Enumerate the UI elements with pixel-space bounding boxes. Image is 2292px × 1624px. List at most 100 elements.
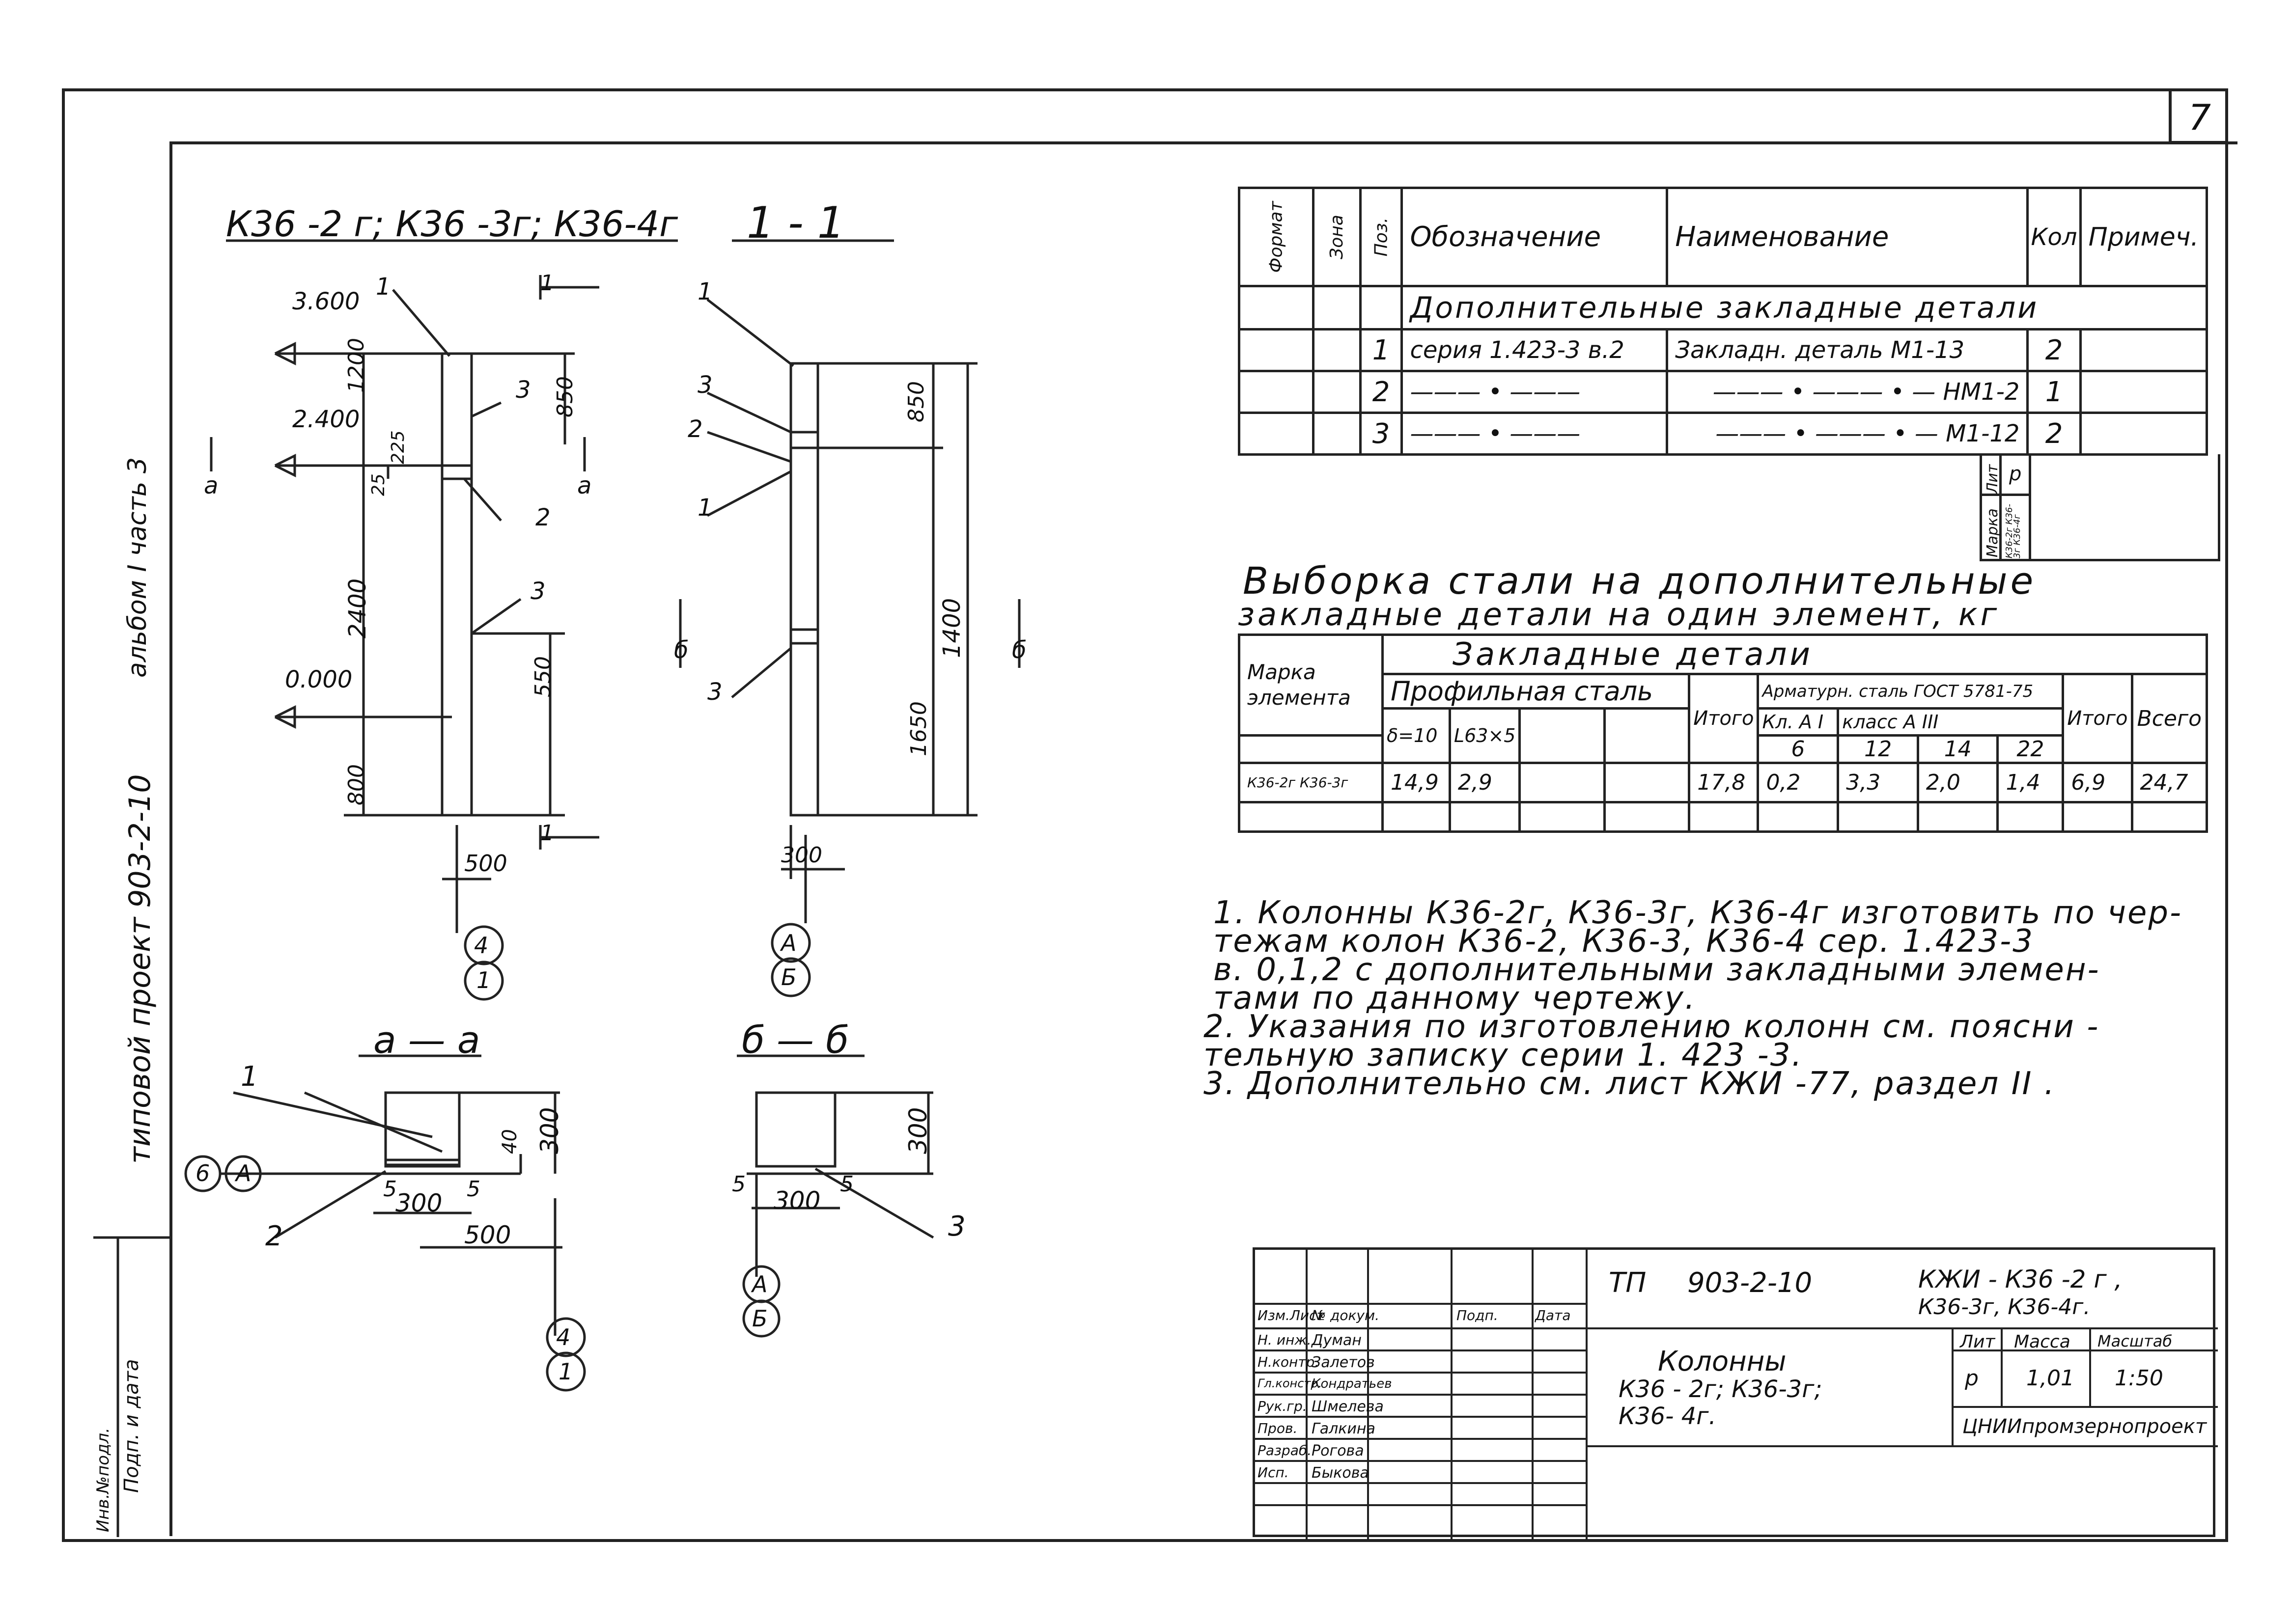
- dim-225: 225: [388, 430, 408, 464]
- spec-row1-pos: 1: [1359, 328, 1403, 372]
- tb-p6-role: Разраб.: [1258, 1442, 1312, 1459]
- spec-h-note: Примеч.: [2079, 187, 2208, 287]
- spec-row2-designation: ——— • ———: [1400, 370, 1669, 414]
- dim-500-aa: 500: [464, 1221, 511, 1249]
- tb-p5-role: Пров.: [1258, 1420, 1298, 1436]
- leader-2-right: 2: [688, 415, 703, 443]
- steel-itogo1-header: Итого: [1688, 673, 1760, 764]
- steel-sub-3: [1518, 707, 1606, 764]
- note-line-6: тельную записку серии 1. 423 -3.: [1203, 1037, 1803, 1073]
- leader-3-right: 3: [698, 371, 713, 399]
- title-block-lines: [1255, 1250, 2218, 1540]
- steel-d6: 6: [1757, 734, 1840, 764]
- dim-550: 550: [531, 656, 556, 697]
- steel-d14: 14: [1916, 734, 1999, 764]
- spec-h-qty: Кол: [2026, 187, 2082, 287]
- tb-p5-name: Галкина: [1312, 1420, 1375, 1437]
- axis-A-aa: А: [236, 1160, 252, 1186]
- dim-5-bb-a: 5: [732, 1172, 746, 1197]
- section-title-b-b: б — б: [742, 1018, 849, 1062]
- dim-25: 25: [368, 473, 389, 496]
- steel-row-vsego: 24,7: [2130, 762, 2208, 803]
- inner-frame: [169, 141, 2237, 1536]
- dim-300-bb-v: 300: [904, 1107, 932, 1154]
- spec-row3-designation: ——— • ———: [1400, 412, 1669, 456]
- dim-500-left: 500: [464, 850, 507, 877]
- axis-4-aa: 4: [556, 1324, 571, 1350]
- steel-profile-header: Профильная сталь: [1381, 673, 1691, 710]
- tb-p3-role: Гл.констр.: [1258, 1376, 1322, 1390]
- axis-B-right: Б: [781, 964, 797, 991]
- tb-p2-role: Н.контр.: [1258, 1354, 1319, 1370]
- axis-4-left: 4: [474, 932, 489, 959]
- cut-b-left: б: [674, 636, 689, 664]
- tb-doc-code2: К36-3г, К36-4г.: [1918, 1294, 2091, 1320]
- cut-1-top: 1: [540, 271, 554, 296]
- steel-sub-2: L63×5: [1448, 707, 1521, 764]
- note-line-7: 3. Дополнительно см. лист КЖИ -77, разде…: [1203, 1066, 2056, 1102]
- left-series-label: типовой проект 903-2-10: [123, 774, 157, 1164]
- tb-doc-code: КЖИ - К36 -2 г ,: [1918, 1265, 2123, 1294]
- spec-row1-qty: 2: [2026, 328, 2082, 372]
- tb-mass-h: Масса: [2014, 1332, 2070, 1352]
- tb-project: 903-2-10: [1687, 1267, 1813, 1299]
- tb-p7-name: Быкова: [1312, 1464, 1369, 1482]
- leader-3-right-b: 3: [707, 678, 723, 706]
- spec-h-designation: Обозначение: [1400, 187, 1669, 287]
- tb-stage: р: [1965, 1366, 1979, 1391]
- dim-5-aa-b: 5: [467, 1177, 480, 1202]
- leader-1-left: 1: [376, 273, 391, 301]
- steel-itogo2-header: Итого: [2062, 673, 2133, 764]
- tb-h-sign: Подп.: [1456, 1307, 1498, 1323]
- note-line-3: в. 0,1,2 с дополнительными закладными эл…: [1213, 952, 2100, 988]
- steel-row-v2: 2,9: [1448, 762, 1521, 803]
- stamp-sign: Подп. и дата: [120, 1359, 143, 1493]
- section-title-1-1: 1 - 1: [747, 197, 845, 248]
- cut-1-bottom: 1: [540, 821, 554, 846]
- spec-row3-qty: 2: [2026, 412, 2082, 456]
- dim-40: 40: [499, 1129, 521, 1154]
- steel-title-line2: закладные детали на один элемент, кг: [1238, 597, 2000, 633]
- tb-tp: ТП: [1609, 1267, 1647, 1299]
- spec-row2-qty: 1: [2026, 370, 2082, 414]
- tb-stage-h: Лит: [1960, 1332, 1995, 1352]
- steel-row-v1: 14,9: [1381, 762, 1451, 803]
- section-title-a-a: а — а: [373, 1018, 480, 1062]
- spec-row2-pos: 2: [1359, 370, 1403, 414]
- steel-klass-a1: Кл. А I: [1757, 707, 1840, 737]
- tb-p1-role: Н. инж.: [1258, 1332, 1312, 1348]
- steel-table: Марка элемента Закладные детали Профильн…: [1238, 633, 2208, 833]
- spec-h-zone: Зона: [1326, 215, 1347, 259]
- steel-title-line1: Выборка стали на дополнительные: [1243, 559, 2037, 603]
- leader-3-bb: 3: [948, 1211, 966, 1242]
- spec-h-pos: Поз.: [1371, 217, 1392, 257]
- spec-marks-small: К36-2г К36-3г К36-4г: [2004, 504, 2022, 558]
- tb-scale: 1:50: [2115, 1366, 2163, 1391]
- left-album-label: альбом I часть 3: [123, 457, 152, 678]
- dim-300-aa-h: 300: [395, 1189, 443, 1217]
- marks-title: К36 -2 г; К36 -3г; К36-4г: [226, 203, 678, 245]
- spec-h-name: Наименование: [1666, 187, 2029, 287]
- tb-p4-role: Рук.гр.: [1258, 1398, 1307, 1414]
- tb-h-date: Дата: [1535, 1307, 1571, 1323]
- dim-1650: 1650: [906, 701, 931, 756]
- steel-sub-1: δ=10: [1381, 707, 1451, 764]
- leader-2-aa: 2: [265, 1220, 283, 1252]
- tb-mass: 1,01: [2026, 1366, 2074, 1391]
- leader-3-left: 3: [516, 376, 531, 404]
- axis-1-aa: 1: [559, 1358, 573, 1385]
- axis-A-right: А: [781, 930, 797, 956]
- leader-1-aa: 1: [241, 1061, 258, 1093]
- steel-d12: 12: [1837, 734, 1919, 764]
- dim-300-right: 300: [781, 843, 822, 868]
- steel-mark-header: Марка элемента: [1238, 633, 1384, 737]
- steel-klass-a3: класс А III: [1837, 707, 2065, 737]
- steel-sub-4: [1603, 707, 1691, 764]
- steel-row-mark: К36-2г К36-3г: [1238, 762, 1384, 803]
- leader-1-right-b: 1: [698, 494, 713, 522]
- dim-5-aa-a: 5: [383, 1177, 397, 1202]
- dim-850-right: 850: [904, 381, 929, 422]
- tb-title-1: Колонны: [1658, 1346, 1787, 1377]
- elevation-zero: 0.000: [285, 666, 353, 693]
